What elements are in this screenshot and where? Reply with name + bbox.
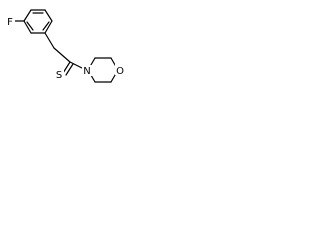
oxygen-label-background <box>115 64 125 75</box>
nitrogen-atom-label: N <box>83 66 90 77</box>
thiocarbonyl-double-bond <box>62 61 71 74</box>
ring-methylene-bond <box>44 32 55 49</box>
sulfur-label-background <box>54 69 64 80</box>
ring-bond <box>44 20 53 34</box>
morpholine-ring <box>87 57 119 83</box>
ring-double-bond <box>26 21 34 31</box>
nitrogen-label-background <box>82 65 92 76</box>
fluorine-atom-label: F <box>7 17 13 28</box>
atom-labels: F S N O <box>5 16 125 81</box>
ring-double-bond <box>42 21 50 31</box>
methylene-thiocarbonyl-bond <box>53 47 71 63</box>
thiocarbonyl-double-bond <box>65 63 74 76</box>
chemical-structure-diagram: F S N O <box>5 9 125 83</box>
ring-bond <box>23 9 32 22</box>
ring-bond <box>23 20 32 34</box>
sulfur-atom-label: S <box>56 70 62 81</box>
oxygen-atom-label: O <box>116 66 124 77</box>
ring-bond <box>44 9 53 22</box>
benzene-ring <box>23 9 53 34</box>
fluorine-label-background <box>5 16 15 27</box>
